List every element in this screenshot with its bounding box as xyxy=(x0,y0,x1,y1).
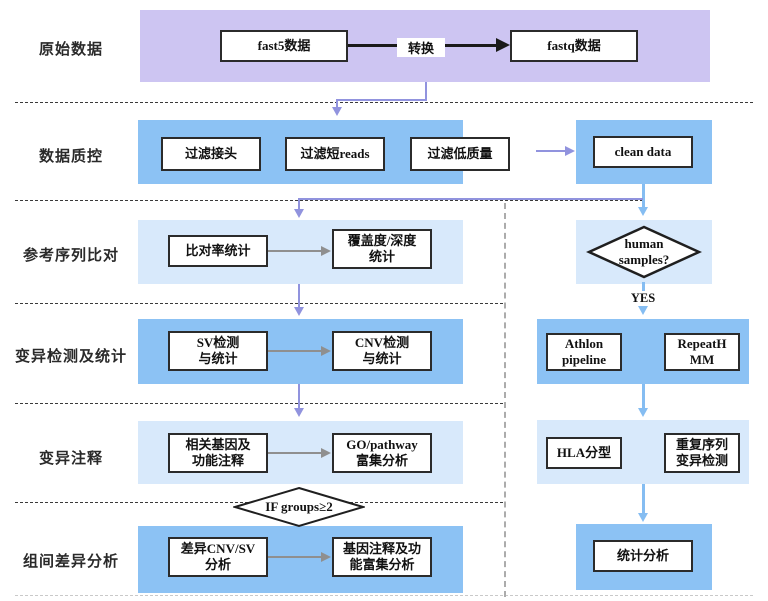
stage-label-raw-data: 原始数据 xyxy=(38,41,103,58)
arrowhead-down-icon xyxy=(294,408,304,417)
separator-4 xyxy=(15,403,503,404)
arrow-tools-to-analyses xyxy=(642,384,645,409)
arrowhead-down-icon xyxy=(294,307,304,316)
node-hla-typing: HLA分型 xyxy=(546,437,622,469)
arrowhead-down-icon xyxy=(638,513,648,522)
arrow-sv-to-cnv xyxy=(268,350,322,352)
arrowhead-down-icon xyxy=(294,209,304,218)
decision-human-samples-shape xyxy=(586,225,702,279)
arrowhead-down-icon xyxy=(638,207,648,216)
stage-label-group-diff: 组间差异分析 xyxy=(22,553,119,570)
node-fastq: fastq数据 xyxy=(510,30,638,62)
node-repeat-variant: 重复序列 变异检测 xyxy=(664,433,740,473)
separator-6 xyxy=(15,595,753,596)
node-gene-annotation: 相关基因及 功能注释 xyxy=(168,433,268,473)
edge-label-convert: 转换 xyxy=(397,38,445,57)
arrow-raw-to-qc-h xyxy=(336,99,427,101)
arrow-variant-to-annotation xyxy=(298,384,300,409)
arrow-clean-to-decision-v xyxy=(642,184,645,208)
node-enrichment: 基因注释及功 能富集分析 xyxy=(332,537,432,577)
node-coverage-depth: 覆盖度/深度 统计 xyxy=(332,229,432,269)
condition-groups-shape xyxy=(233,486,365,528)
stage-label-variant: 变异检测及统计 xyxy=(14,348,127,365)
arrowhead-right-icon xyxy=(321,346,331,356)
arrowhead-right-icon xyxy=(496,38,510,52)
stage-label-qc: 数据质控 xyxy=(38,148,103,165)
separator-2 xyxy=(15,200,643,201)
node-filter-short-reads: 过滤短reads xyxy=(285,137,385,171)
arrow-diff-to-enrich xyxy=(268,556,322,558)
node-stat-analysis: 统计分析 xyxy=(593,540,693,572)
stage-label-annotation: 变异注释 xyxy=(38,450,103,467)
arrow-genes-to-go xyxy=(268,452,322,454)
arrow-analyses-to-stats xyxy=(642,484,645,514)
node-go-pathway: GO/pathway 富集分析 xyxy=(332,433,432,473)
arrow-clean-to-align-h xyxy=(298,198,643,200)
arrow-qc-to-clean-line xyxy=(536,150,566,152)
arrow-raw-to-qc-v2 xyxy=(336,99,338,107)
arrowhead-down-icon xyxy=(332,107,342,116)
node-align-rate: 比对率统计 xyxy=(168,235,268,267)
node-athlon-pipeline: Athlon pipeline xyxy=(546,333,622,371)
node-filter-low-quality: 过滤低质量 xyxy=(410,137,510,171)
separator-3 xyxy=(15,303,503,304)
arrowhead-right-icon xyxy=(321,552,331,562)
arrowhead-right-icon xyxy=(321,448,331,458)
node-repeathmm: RepeatH MM xyxy=(664,333,740,371)
arrow-clean-to-align-v xyxy=(298,198,300,209)
arrowhead-down-icon xyxy=(638,408,648,417)
node-clean-data: clean data xyxy=(593,136,693,168)
separator-1 xyxy=(15,102,753,103)
node-filter-adapter: 过滤接头 xyxy=(161,137,261,171)
stage-label-align: 参考序列比对 xyxy=(22,247,119,264)
node-fast5: fast5数据 xyxy=(220,30,348,62)
arrow-align-to-variant xyxy=(298,284,300,308)
arrow-raw-to-qc-v xyxy=(425,82,427,101)
arrowhead-down-icon xyxy=(638,306,648,315)
node-sv-detect: SV检测 与统计 xyxy=(168,331,268,371)
arrowhead-right-icon xyxy=(321,246,331,256)
node-cnv-detect: CNV检测 与统计 xyxy=(332,331,432,371)
separator-vertical xyxy=(504,203,506,597)
arrowhead-right-icon xyxy=(565,146,575,156)
edge-label-yes: YES xyxy=(625,291,661,306)
node-diff-cnv-sv: 差异CNV/SV 分析 xyxy=(168,537,268,577)
arrow-rate-to-coverage xyxy=(268,250,322,252)
